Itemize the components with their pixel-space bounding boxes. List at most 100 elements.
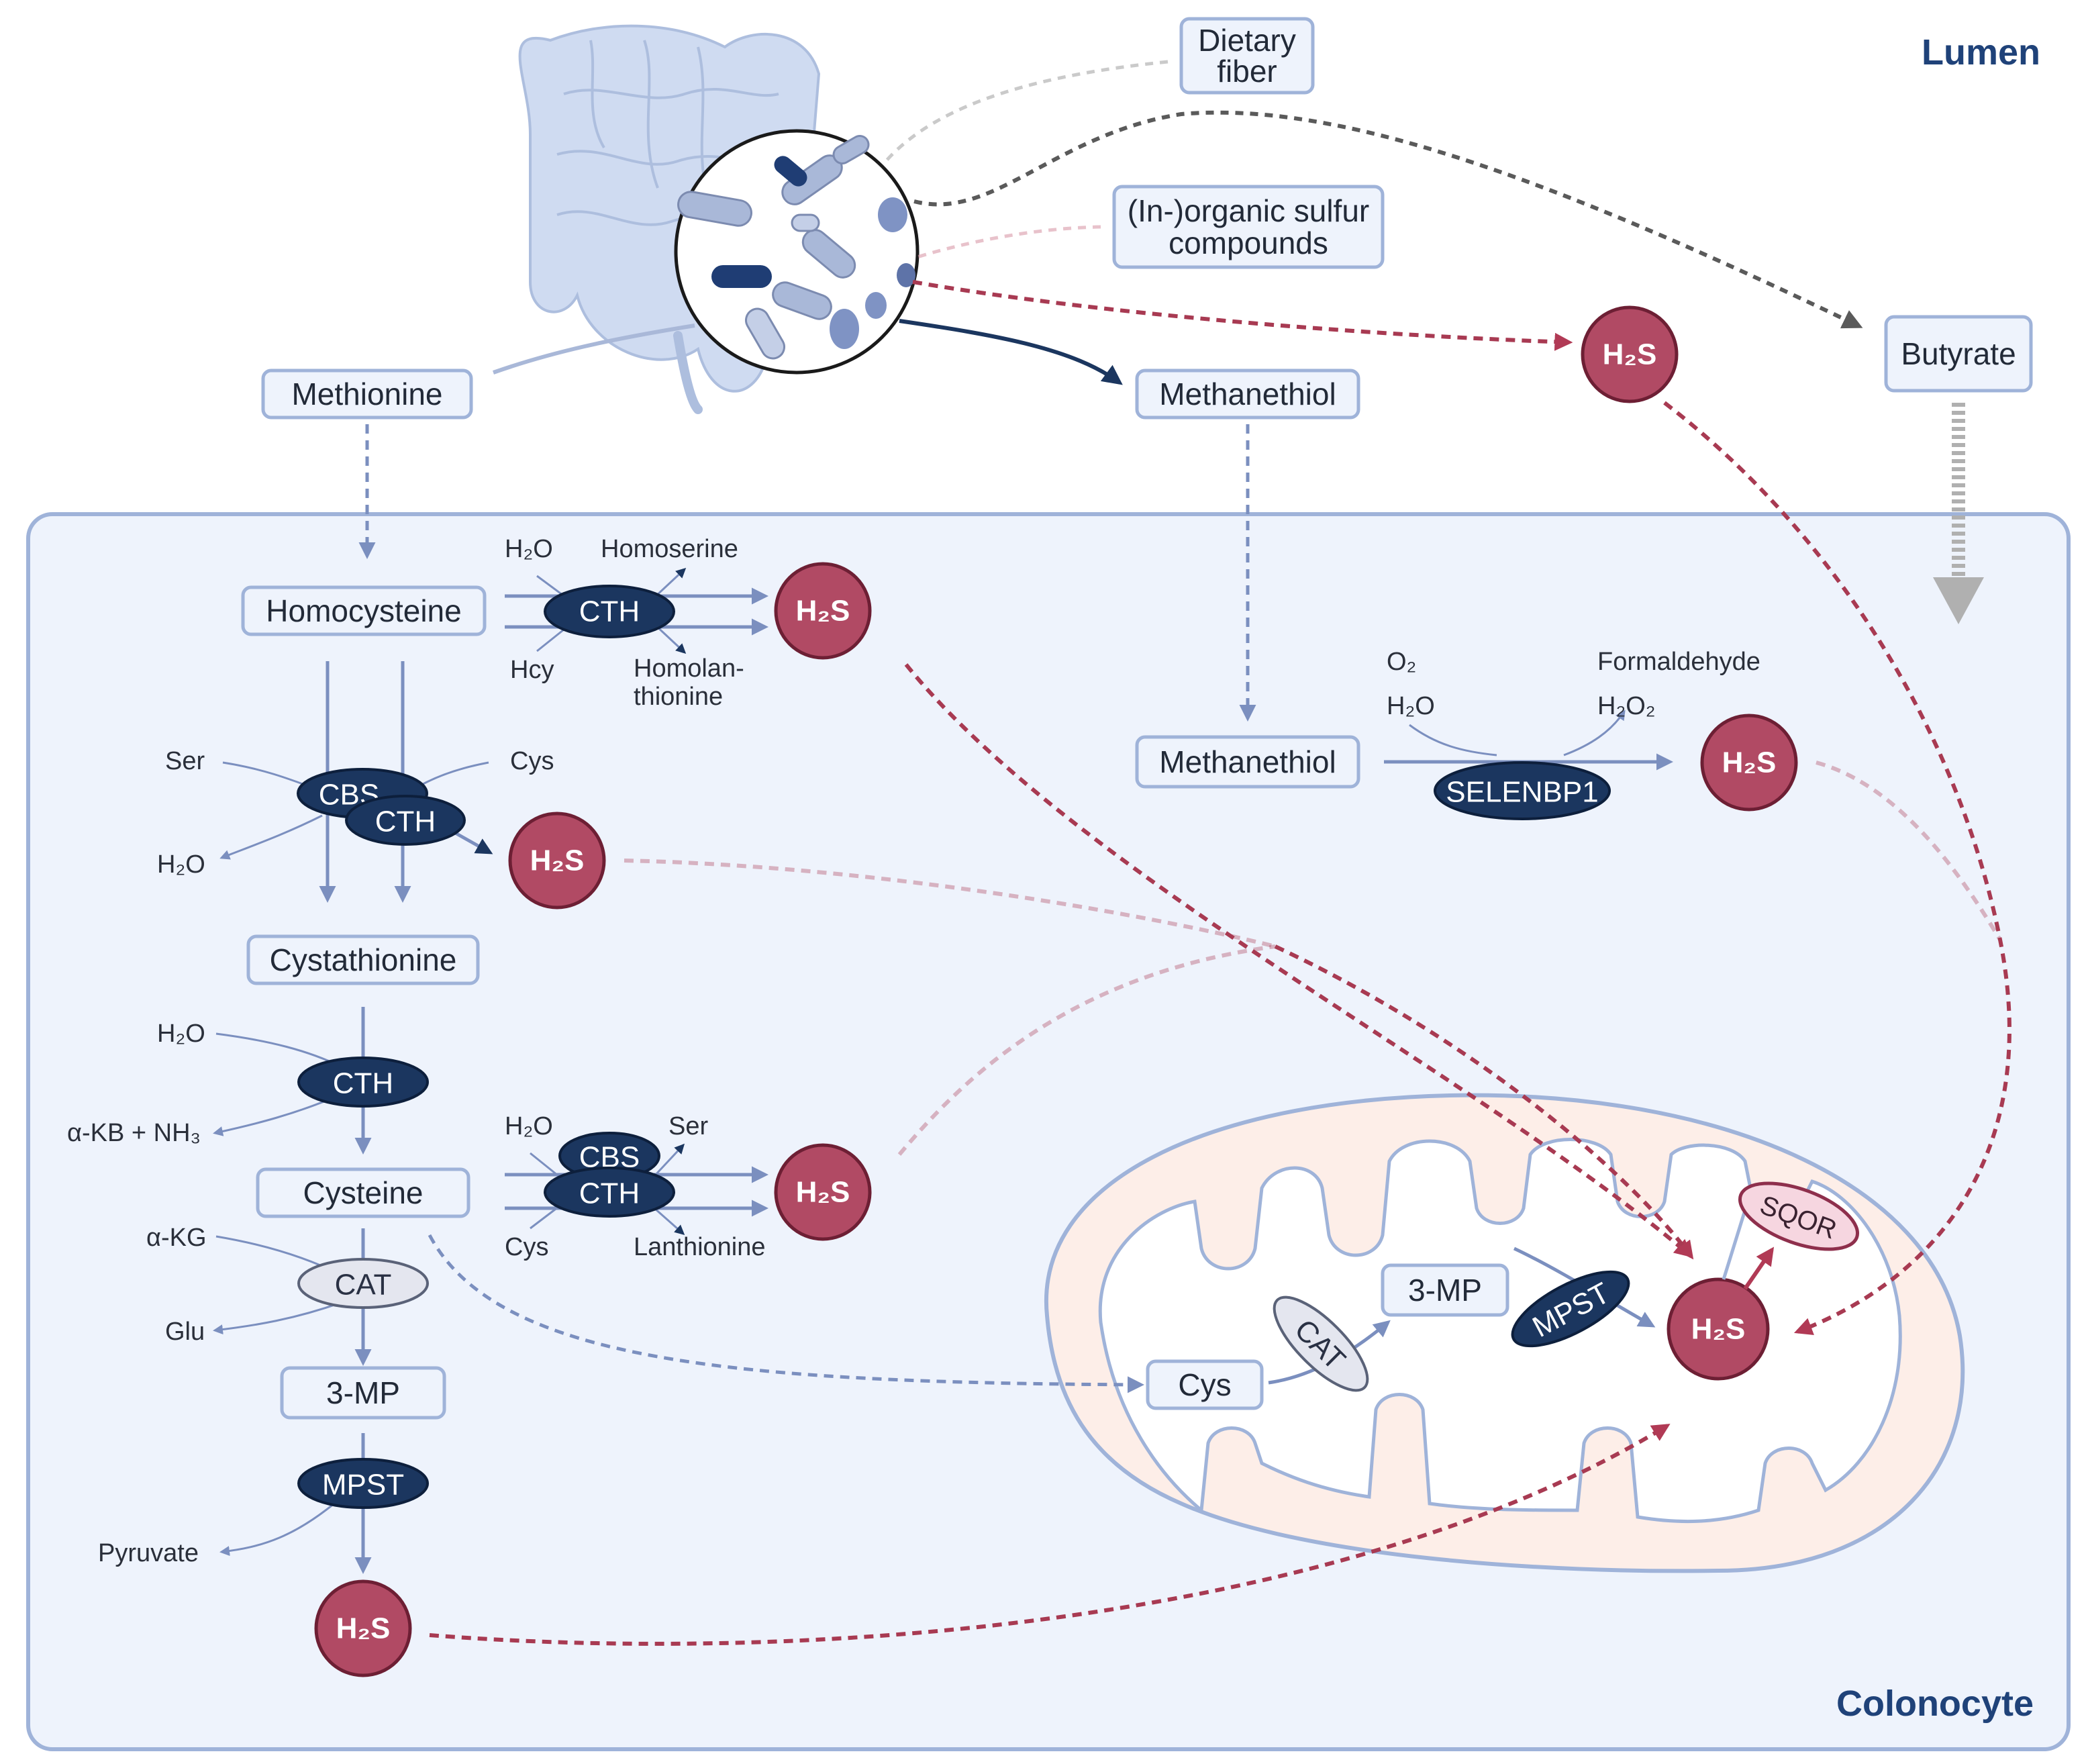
homocysteine-label: Homocysteine [266, 593, 461, 628]
microbes-to-butyrate [913, 110, 1863, 329]
microbiota-circle [674, 129, 920, 375]
homolanthionine-label-2: thionine [634, 683, 723, 711]
o2-h2o-in-line [1409, 724, 1497, 756]
h2o2-label: H₂O₂ [1597, 692, 1656, 720]
selenbp1-label: SELENBP1 [1446, 776, 1598, 809]
mito-cat-enzyme [1273, 1295, 1369, 1392]
homoserine-out-line [653, 567, 687, 599]
butyrate-arrowhead [1933, 577, 1984, 624]
mito-cys-label: Cys [1178, 1367, 1231, 1402]
glu-out-line [213, 1301, 343, 1335]
h2s-from-mpst [314, 1579, 412, 1677]
mitochondrion [1044, 1093, 1965, 1573]
h2s-from-homocysteine-label: H₂S [796, 595, 850, 628]
cth-enzyme-3-label: CTH [333, 1067, 393, 1100]
h2s-to-sqor-arrow [1743, 1246, 1775, 1290]
cys-label: Cys [510, 747, 554, 775]
akg-label: α-KG [146, 1224, 207, 1252]
ser-label-2: Ser [668, 1112, 708, 1140]
methionine-label: Methionine [291, 377, 442, 411]
o2-label: O₂ [1387, 648, 1416, 676]
mito-mpst-enzyme [1511, 1270, 1630, 1348]
h2s-homocysteine-to-mito [904, 663, 1693, 1258]
homolanthionine-label-1: Homolan- [634, 654, 744, 683]
sqor-membrane-link [1722, 1201, 1750, 1280]
formaldehyde-label: Formaldehyde [1597, 648, 1760, 676]
cat-enzyme-1 [297, 1258, 429, 1309]
h2o-label-1: H₂O [505, 535, 553, 563]
hcy-label: Hcy [510, 656, 554, 684]
3mp-box [280, 1366, 446, 1420]
ser-label: Ser [165, 747, 205, 775]
colonocyte-label: Colonocyte [1836, 1683, 2034, 1724]
sulfur-to-microbes [912, 225, 1101, 260]
mpst-enzyme-1-label: MPST [322, 1469, 404, 1502]
cth-enzyme-1-label: CTH [579, 595, 640, 628]
methanethiol-cell-label: Methanethiol [1159, 744, 1336, 779]
cystathionine-label: Cystathionine [270, 942, 457, 977]
lumen-h2s-to-mito [1663, 401, 2012, 1335]
homoserine-label: Homoserine [601, 535, 738, 563]
cat-enzyme-1-label: CAT [335, 1269, 392, 1302]
cystathionine-box [246, 934, 480, 985]
dietary-fiber-label-1: Dietary [1198, 23, 1296, 58]
mito-3mp-label: 3-MP [1408, 1273, 1482, 1308]
h2s-from-homocysteine [774, 562, 872, 660]
lanthionine-label: Lanthionine [634, 1233, 766, 1261]
mito-cys-box [1146, 1359, 1264, 1410]
lanthionine-out-line [654, 1207, 685, 1235]
mito-3mp-box [1381, 1263, 1509, 1317]
methionine-box [261, 369, 473, 420]
cth-enzyme-2 [345, 795, 466, 846]
3mp-label: 3-MP [326, 1375, 400, 1410]
h2s-cbs-cth-to-mito-fade [624, 859, 1276, 948]
h2o-label-4: H₂O [505, 1112, 553, 1140]
cys-label-2: Cys [505, 1233, 548, 1261]
akb-nh3-label: α-KB + NH₃ [67, 1119, 201, 1147]
lumen-h2s-label: H₂S [1603, 338, 1657, 371]
cth-enzyme-1 [544, 585, 675, 638]
selenbp1-h2s-to-mito [1816, 761, 2002, 941]
sulfur-compounds-label-1: (In-)organic sulfur [1128, 193, 1369, 228]
sulfur-compounds-label-2: compounds [1169, 226, 1328, 260]
dietary-fiber-box [1179, 17, 1315, 95]
methanethiol-cell-box [1135, 735, 1360, 789]
cysteine-box [256, 1167, 470, 1218]
cth-enzyme-2-label: CTH [375, 805, 436, 838]
sqor-enzyme [1738, 1181, 1860, 1251]
cysteine-label: Cysteine [303, 1175, 424, 1210]
pyruvate-label: Pyruvate [98, 1539, 199, 1567]
ser-out-line [653, 1143, 685, 1177]
h2o-label-3: H₂O [157, 1020, 205, 1048]
lumen-label: Lumen [1922, 32, 2040, 72]
cth-enzyme-4-label: CTH [579, 1177, 640, 1210]
h2o-cysteine-in-line [530, 1152, 562, 1179]
lumen-h2s [1581, 305, 1679, 403]
pyruvate-out-line [219, 1496, 343, 1557]
h2s-from-selenbp1-label: H₂S [1722, 746, 1777, 779]
h2s-from-cbs-cth [508, 812, 606, 910]
h2s-cysteine-to-mito-fade [897, 944, 1276, 1156]
butyrate-label: Butyrate [1901, 336, 2016, 371]
h2s-from-cbs-cth-label: H₂S [530, 844, 585, 877]
h2s-from-mpst-label: H₂S [336, 1612, 391, 1645]
formaldehyde-out-line [1563, 709, 1626, 756]
microbes-to-methanethiol [899, 319, 1123, 385]
h2o-label-2: H₂O [157, 850, 205, 879]
cth-enzyme-3 [297, 1057, 429, 1108]
cys-cysteine-in-line [530, 1204, 562, 1230]
mito-h2s [1667, 1277, 1770, 1381]
dietary-fiber-label-2: fiber [1217, 54, 1277, 89]
cth-enzyme-4 [544, 1167, 675, 1218]
cysteine-to-mito-cys [428, 1234, 1144, 1393]
microbes-to-h2s [912, 280, 1573, 351]
mito-h2s-label: H₂S [1691, 1313, 1746, 1346]
selenbp1-enzyme [1434, 761, 1611, 820]
h2o-out-line [219, 814, 323, 860]
h2s-mpst-to-mito [429, 1424, 1671, 1646]
fiber-to-microbes [885, 60, 1169, 162]
methanethiol-lumen-label: Methanethiol [1159, 377, 1336, 411]
h2s-from-cysteine [774, 1143, 872, 1241]
mpst-enzyme-1 [297, 1458, 429, 1509]
